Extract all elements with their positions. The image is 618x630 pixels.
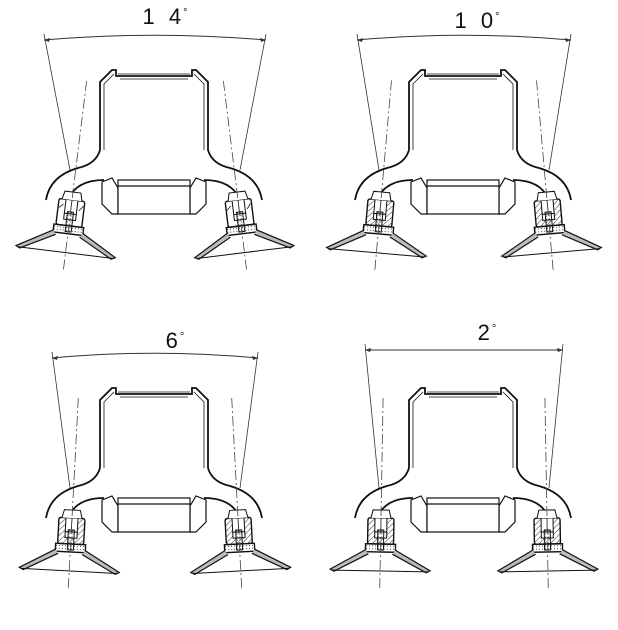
cross-bar <box>102 178 206 214</box>
suction-cup-left <box>14 75 137 278</box>
suction-cup-right <box>182 396 292 593</box>
suction-cup-right <box>495 397 598 591</box>
cross-bar <box>411 178 515 214</box>
angle-dimension <box>365 344 563 488</box>
gripper-panel-14-deg: 1 4° <box>0 0 309 312</box>
suction-cup-right <box>487 76 603 276</box>
suction-cup-left <box>330 397 433 591</box>
cross-bar <box>411 496 515 532</box>
gripper-panel-10-deg: 1 0° <box>309 0 618 312</box>
gripper-drawing <box>0 0 309 312</box>
angle-dimension <box>357 34 571 170</box>
suction-cup-right <box>174 75 297 278</box>
gripper-panel-2-deg: 2° <box>309 318 618 630</box>
gripper-panel-6-deg: 6° <box>0 318 309 630</box>
suction-cup-left <box>18 396 128 593</box>
cross-bar <box>102 496 206 532</box>
gripper-drawing <box>309 0 618 312</box>
angle-dimension <box>52 352 258 488</box>
gripper-drawing <box>309 318 618 630</box>
suction-cup-left <box>325 76 441 276</box>
gripper-drawing <box>0 318 309 630</box>
angle-dimension <box>44 34 266 170</box>
